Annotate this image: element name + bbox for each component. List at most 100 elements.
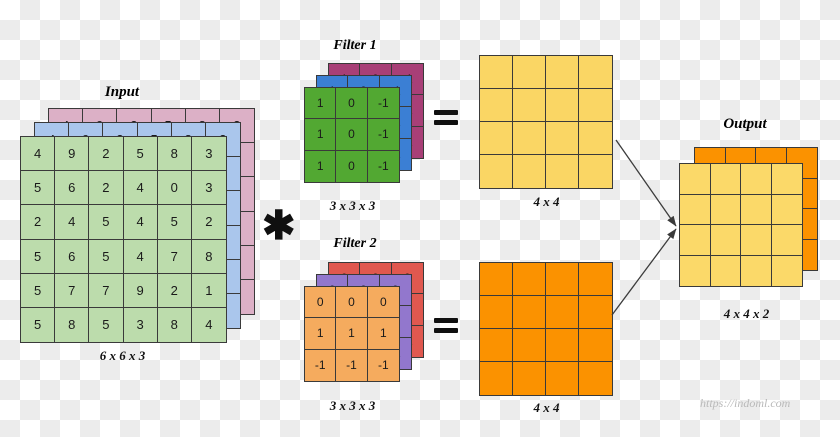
filter2-caption: 3 x 3 x 3 [329, 398, 376, 413]
watermark: https://indoml.com [700, 396, 791, 410]
cell-r1-c3 [579, 89, 612, 122]
cell-r0-c3 [771, 164, 802, 195]
cell-r3-c1 [513, 155, 546, 188]
equals-bar-upper [434, 318, 458, 323]
cell-r5-c4: 8 [157, 307, 192, 342]
cell-r3-c2 [546, 362, 579, 395]
feature-map-2-caption: 4 x 4 [533, 400, 560, 415]
cell-r1-c0 [480, 296, 513, 329]
cell-r2-c1 [513, 329, 546, 362]
cell-r3-c2 [546, 155, 579, 188]
filter1-title: Filter 1 [333, 38, 377, 53]
cell-r1-c0: 1 [305, 119, 337, 151]
cell-r1-c3 [579, 296, 612, 329]
equals-bar-lower [434, 120, 458, 125]
cell-r2-c2 [546, 329, 579, 362]
cell-r5-c5: 4 [191, 307, 226, 342]
cell-r4-c2: 7 [89, 273, 124, 308]
input-caption: 6 x 6 x 3 [99, 348, 146, 363]
cell-r2-c1 [710, 225, 741, 256]
input-title: Input [104, 84, 140, 100]
cell-r3-c0 [680, 255, 711, 286]
cell-r1-c0 [480, 89, 513, 122]
cell-r2-c1: 0 [336, 150, 368, 182]
cell-r0-c4: 8 [157, 137, 192, 172]
cell-r2-c1: -1 [336, 349, 368, 381]
cell-r4-c0: 5 [21, 273, 56, 308]
cell-r4-c3: 9 [123, 273, 158, 308]
convolution-operator-icon: ✱ [262, 204, 296, 248]
cell-r3-c5: 8 [191, 239, 226, 274]
cell-r0-c1 [710, 164, 741, 195]
cell-r4-c4: 2 [157, 273, 192, 308]
cell-r0-c2: 2 [89, 137, 124, 172]
cell-r3-c0: 5 [21, 239, 56, 274]
cell-r0-c1: 0 [336, 88, 368, 120]
cell-r5-c3: 3 [123, 307, 158, 342]
cell-r0-c3: 5 [123, 137, 158, 172]
cell-r1-c2 [546, 89, 579, 122]
cell-r3-c2 [741, 255, 772, 286]
cell-r0-c0 [480, 263, 513, 296]
cell-r1-c2 [741, 194, 772, 225]
cell-r3-c2: 5 [89, 239, 124, 274]
cell-r2-c3 [579, 122, 612, 155]
cell-r0-c5: 3 [191, 137, 226, 172]
equals-sign-icon-bottom [434, 318, 458, 334]
cell-r5-c1: 8 [55, 307, 90, 342]
cell-r0-c1 [513, 56, 546, 89]
cell-r3-c1 [513, 362, 546, 395]
filter1-caption: 3 x 3 x 3 [329, 198, 376, 213]
cell-r1-c2: 2 [89, 171, 124, 206]
cell-r2-c0 [680, 225, 711, 256]
cell-r2-c2: -1 [367, 150, 399, 182]
cell-r1-c2: 1 [367, 318, 399, 350]
cell-r0-c2: -1 [367, 88, 399, 120]
cell-r0-c0: 0 [305, 287, 337, 319]
cell-r0-c0: 4 [21, 137, 56, 172]
cell-r1-c1 [710, 194, 741, 225]
arrow-featuremap1-to-output [615, 139, 677, 227]
cell-r0-c1 [513, 263, 546, 296]
cell-r2-c0: 2 [21, 205, 56, 240]
cell-r2-c0 [480, 329, 513, 362]
cell-r2-c5: 2 [191, 205, 226, 240]
cell-r4-c1: 7 [55, 273, 90, 308]
cell-r3-c1: 6 [55, 239, 90, 274]
cell-r2-c3 [579, 329, 612, 362]
cell-r1-c4: 0 [157, 171, 192, 206]
cell-r1-c1: 1 [336, 318, 368, 350]
cell-r5-c0: 5 [21, 307, 56, 342]
cell-r2-c0 [480, 122, 513, 155]
cell-r0-c2 [546, 263, 579, 296]
output-channel-1 [679, 163, 803, 287]
cell-r3-c1 [710, 255, 741, 286]
cell-r0-c3 [579, 263, 612, 296]
equals-sign-icon-top [434, 110, 458, 126]
cell-r3-c3 [579, 155, 612, 188]
cell-r2-c2: -1 [367, 349, 399, 381]
cell-r1-c2: -1 [367, 119, 399, 151]
cell-r1-c1: 6 [55, 171, 90, 206]
cell-r1-c1 [513, 89, 546, 122]
cell-r1-c0: 5 [21, 171, 56, 206]
cell-r2-c2 [741, 225, 772, 256]
cell-r1-c0: 1 [305, 318, 337, 350]
feature-map-1 [479, 55, 613, 189]
cell-r1-c0 [680, 194, 711, 225]
cell-r2-c0: -1 [305, 349, 337, 381]
cell-r3-c3 [579, 362, 612, 395]
cell-r0-c0: 1 [305, 88, 337, 120]
cell-r3-c3 [771, 255, 802, 286]
feature-map-1-caption: 4 x 4 [533, 194, 560, 209]
cell-r4-c5: 1 [191, 273, 226, 308]
filter2-title: Filter 2 [333, 236, 377, 251]
cell-r2-c1: 4 [55, 205, 90, 240]
equals-bar-upper [434, 110, 458, 115]
cell-r2-c3 [771, 225, 802, 256]
cell-r2-c2 [546, 122, 579, 155]
cell-r3-c0 [480, 155, 513, 188]
output-caption: 4 x 4 x 2 [723, 306, 770, 321]
